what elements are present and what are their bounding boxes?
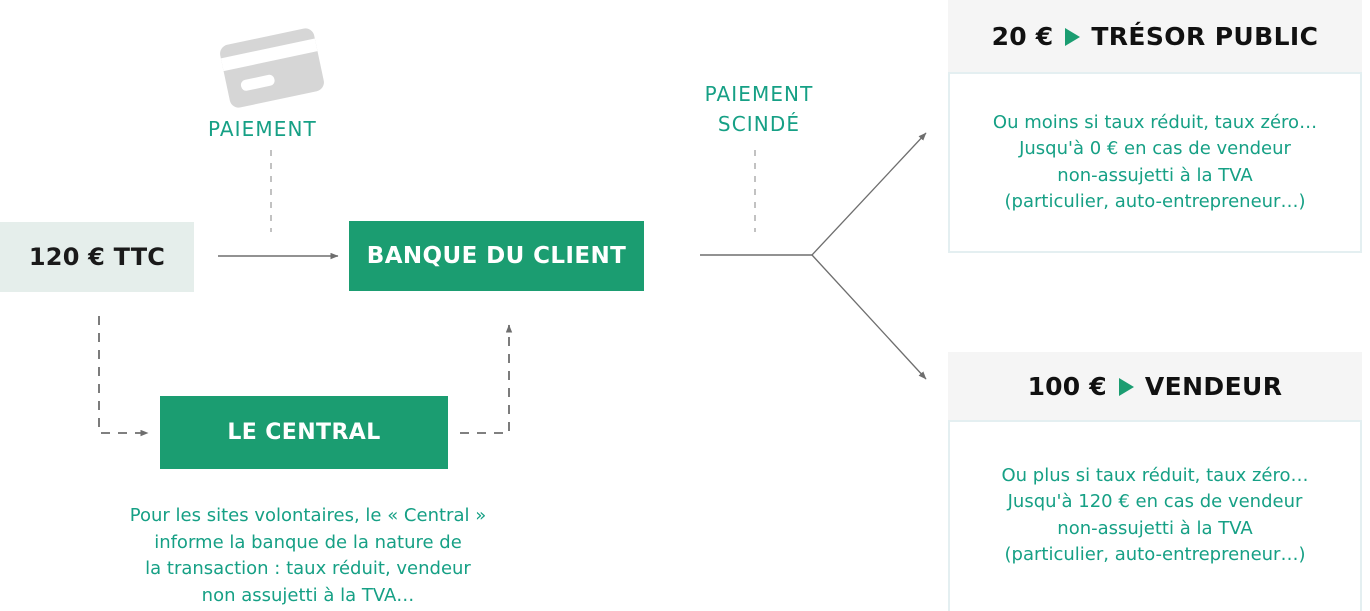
amount-box: 120 € TTC xyxy=(0,222,194,292)
result-note-line: (particulier, auto-entrepreneur…) xyxy=(1004,191,1306,212)
arrow-split-to-tresor xyxy=(811,132,927,256)
result-recipient: VENDEUR xyxy=(1144,371,1283,401)
result-note: Ou moins si taux réduit, taux zéro… Jusq… xyxy=(979,110,1331,216)
bank-box: BANQUE DU CLIENT xyxy=(349,221,644,291)
central-box-label: LE CENTRAL xyxy=(227,420,381,445)
central-note-line: Pour les sites volontaires, le « Central… xyxy=(129,505,487,526)
result-note: Ou plus si taux réduit, taux zéro… Jusqu… xyxy=(987,463,1322,569)
amount-box-label: 120 € TTC xyxy=(28,243,166,271)
result-note-line: Jusqu'à 120 € en cas de vendeur xyxy=(1007,491,1303,512)
label-paiement-scinde-line1: PAIEMENT xyxy=(704,82,814,106)
central-note-line: informe la banque de la nature de xyxy=(154,531,462,553)
credit-card-icon xyxy=(212,22,332,114)
result-amount: 100 € xyxy=(1027,371,1107,401)
result-card-vendeur: 100 € VENDEUR Ou plus si taux réduit, ta… xyxy=(948,352,1362,611)
result-note-line: Jusqu'à 0 € en cas de vendeur xyxy=(1019,138,1291,159)
result-card-tresor-public-body: Ou moins si taux réduit, taux zéro… Jusq… xyxy=(948,72,1362,253)
central-note: Pour les sites volontaires, le « Central… xyxy=(68,503,548,609)
bank-box-label: BANQUE DU CLIENT xyxy=(366,243,627,269)
result-note-line: Ou plus si taux réduit, taux zéro… xyxy=(1001,464,1309,486)
result-card-vendeur-body: Ou plus si taux réduit, taux zéro… Jusqu… xyxy=(948,420,1362,611)
result-recipient: TRÉSOR PUBLIC xyxy=(1091,21,1319,51)
result-card-tresor-public-header: 20 € TRÉSOR PUBLIC xyxy=(948,0,1362,72)
dashed-arrow-central-to-bank xyxy=(460,324,513,434)
central-note-line: non assujetti à la TVA… xyxy=(201,584,415,606)
triangle-right-icon xyxy=(1065,28,1081,46)
result-card-vendeur-header: 100 € VENDEUR xyxy=(948,352,1362,420)
result-note-line: non-assujetti à la TVA xyxy=(1057,164,1253,186)
result-card-tresor-public: 20 € TRÉSOR PUBLIC Ou moins si taux rédu… xyxy=(948,0,1362,253)
result-note-line: Ou moins si taux réduit, taux zéro… xyxy=(992,111,1318,133)
result-amount: 20 € xyxy=(991,21,1054,51)
dashed-arrow-amount-to-central xyxy=(98,316,149,437)
label-paiement-scinde: PAIEMENT SCINDÉ xyxy=(694,79,824,139)
central-note-line: la transaction : taux réduit, vendeur xyxy=(145,558,471,579)
result-note-line: (particulier, auto-entrepreneur…) xyxy=(1004,544,1306,565)
label-paiement: PAIEMENT xyxy=(208,117,317,141)
triangle-right-icon xyxy=(1118,378,1134,396)
arrow-split-to-vendeur xyxy=(811,254,927,380)
central-box: LE CENTRAL xyxy=(160,396,448,469)
label-paiement-scinde-line2: SCINDÉ xyxy=(717,112,801,136)
result-note-line: non-assujetti à la TVA xyxy=(1057,517,1253,539)
